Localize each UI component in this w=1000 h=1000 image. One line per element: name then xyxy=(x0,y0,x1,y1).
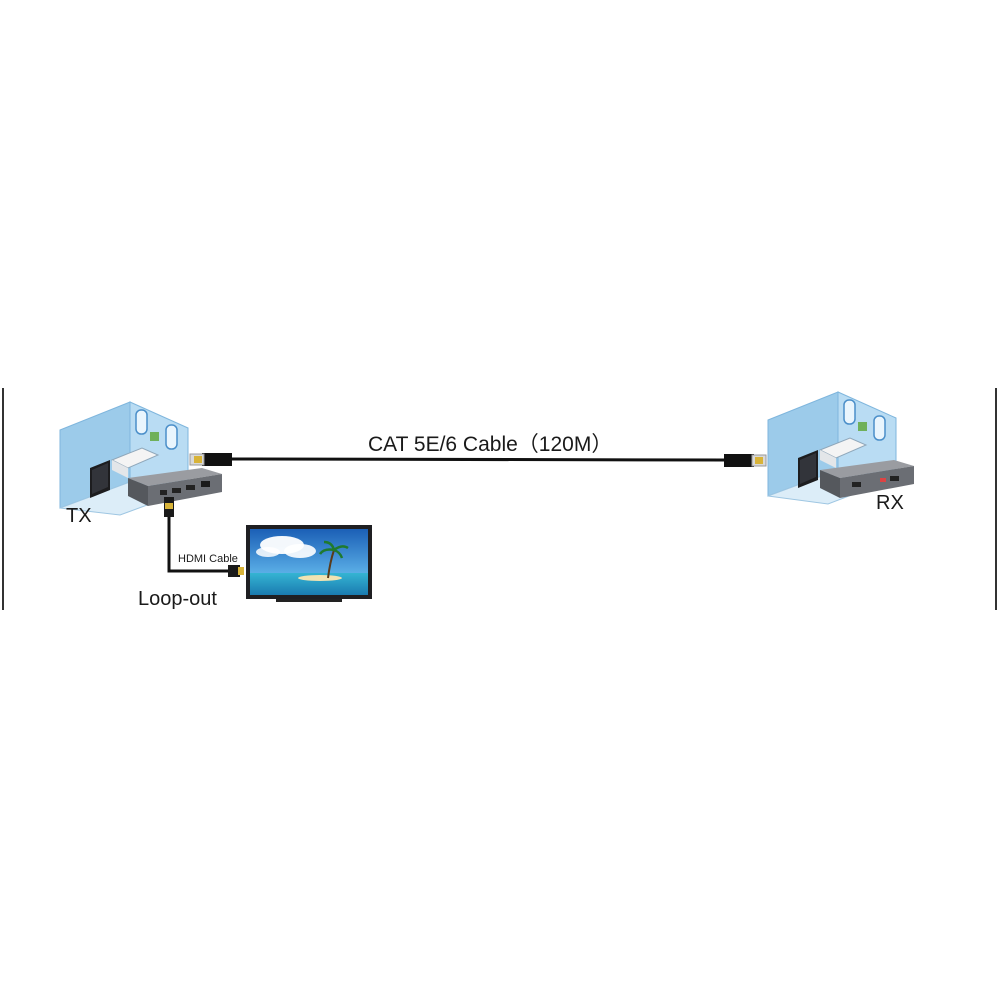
hdmi-connector-icon xyxy=(164,497,244,577)
cable-label: CAT 5E/6 Cable（120M） xyxy=(368,433,613,456)
hdmi-cable-label: HDMI Cable xyxy=(178,553,238,565)
hdmi-cable xyxy=(167,516,232,573)
tx-label: TX xyxy=(66,505,92,527)
rj45-connector-icon xyxy=(189,453,232,466)
room-tx-icon xyxy=(59,401,189,516)
cat-cable xyxy=(229,457,727,462)
rj45-connector-rx-icon xyxy=(724,454,767,467)
extender-rx-icon xyxy=(820,460,914,498)
loop-out-label: Loop-out xyxy=(138,588,217,610)
tv-icon xyxy=(246,525,372,602)
rx-label: RX xyxy=(876,492,904,514)
